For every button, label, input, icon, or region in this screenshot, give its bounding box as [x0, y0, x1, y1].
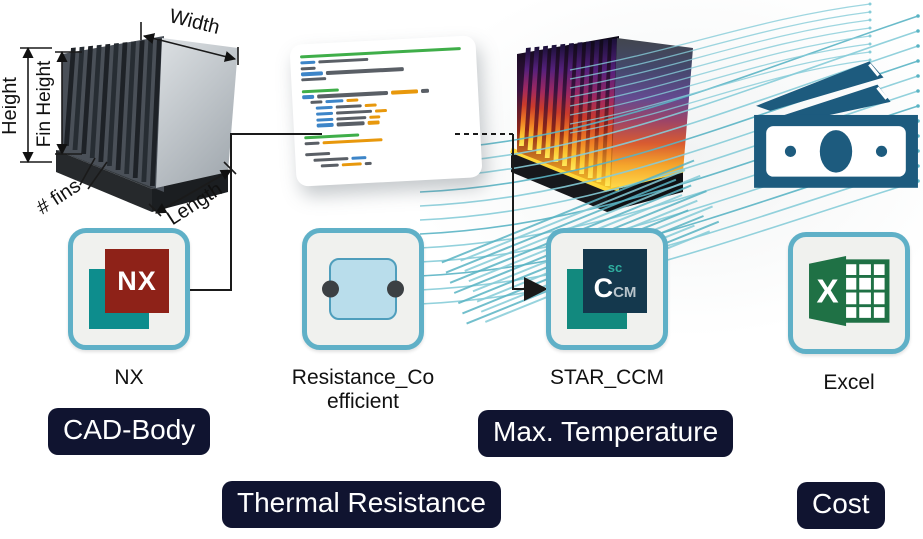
heatsink-cad-figure: Width Height Fin Height # fins Length — [2, 5, 239, 230]
node-label-excel: Excel — [823, 371, 875, 394]
width-dimension-label: Width — [167, 5, 222, 39]
starccm-c-text: C — [593, 272, 614, 303]
port-dot-right — [387, 280, 404, 298]
dimension-lines — [20, 22, 239, 217]
starccm-sc-text: sc — [607, 259, 623, 275]
port-dot-left — [322, 280, 339, 298]
height-dimension-label: Height — [2, 77, 21, 135]
cad-base-front — [56, 150, 152, 212]
code-snippet-card — [289, 35, 483, 187]
starccm-logo-icon: sc CCM — [567, 249, 647, 329]
node-star-ccm[interactable]: sc CCM — [546, 228, 668, 350]
starccm-cm-text: CM — [613, 283, 637, 301]
badge-cost: Cost — [797, 482, 885, 529]
node-excel[interactable]: X — [788, 232, 910, 354]
fin-height-dimension-label: Fin Height — [34, 60, 55, 147]
code-lines — [299, 46, 472, 169]
thermal-base-right — [607, 170, 683, 212]
nx-logo-text: NX — [117, 265, 157, 296]
node-label-resistance-coefficient: Resistance_Co efficient — [291, 366, 435, 414]
nx-logo-icon: NX — [89, 249, 169, 329]
badge-cad-body: CAD-Body — [48, 408, 211, 455]
badge-thermal-resistance: Thermal Resistance — [222, 481, 501, 528]
badge-max-temperature: Max. Temperature — [478, 410, 734, 457]
thermal-front-face — [611, 38, 693, 188]
node-label-nx: NX — [114, 366, 144, 389]
node-nx[interactable]: NX — [68, 228, 190, 350]
excel-x-text: X — [816, 274, 838, 311]
money-icon — [754, 61, 918, 188]
resistance-port-icon — [322, 258, 404, 320]
node-label-star-ccm: STAR_CCM — [550, 366, 664, 389]
node-resistance-coefficient[interactable] — [302, 228, 424, 350]
cad-front-face — [156, 38, 238, 188]
excel-logo-icon: X — [809, 255, 890, 327]
num-fins-dimension-label: # fins — [33, 175, 85, 219]
